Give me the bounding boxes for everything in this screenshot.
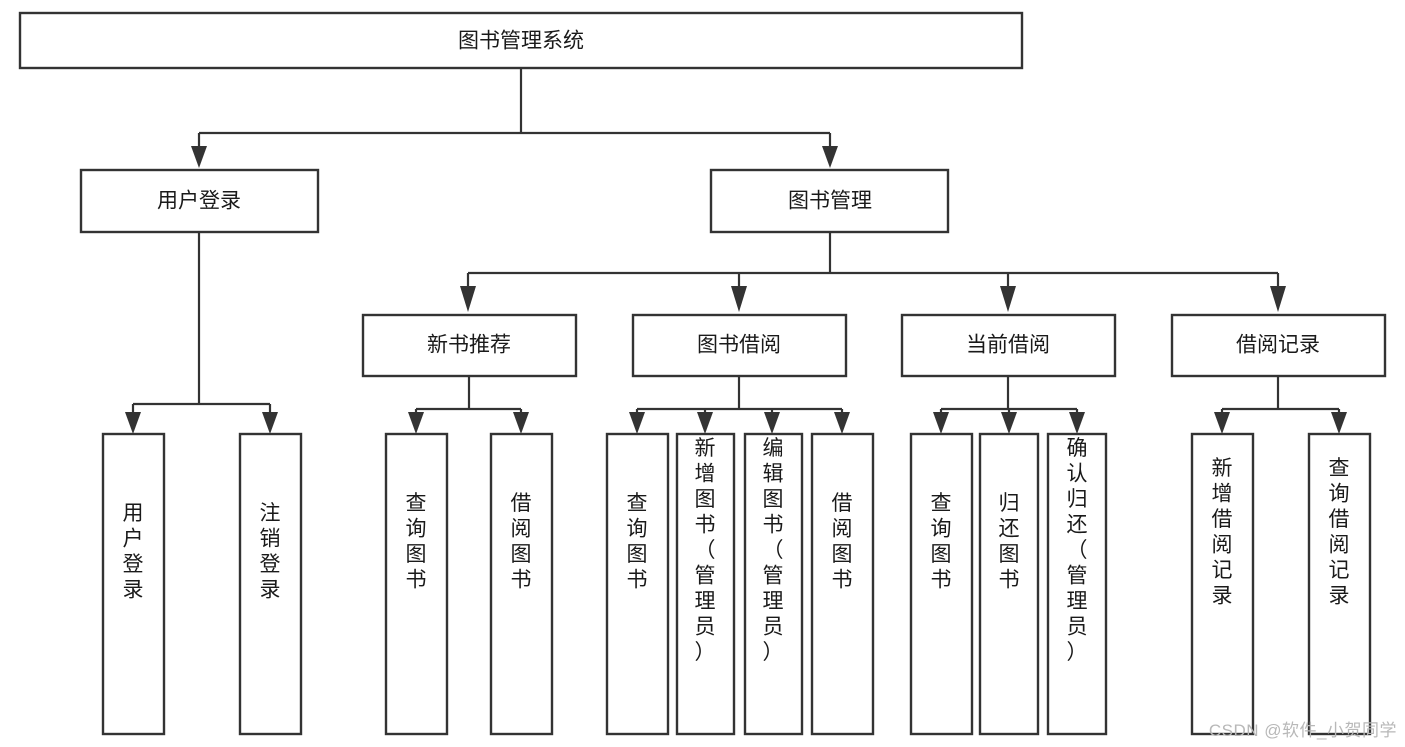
leaf-new-book-2[interactable]: 借阅图书	[489, 432, 554, 736]
leaf-book-borrow-3-label: 编辑图书（管理员）	[763, 437, 784, 664]
node-new-book-recommend-label: 新书推荐	[427, 334, 511, 357]
node-new-book-recommend[interactable]: 新书推荐	[361, 313, 578, 378]
node-book-borrow-box[interactable]	[631, 313, 848, 378]
leaf-book-borrow-2[interactable]: 新增图书（管理员）	[675, 432, 736, 736]
leaf-borrow-record-1-box[interactable]	[1190, 432, 1255, 736]
node-current-borrow[interactable]: 当前借阅	[900, 313, 1117, 378]
leaf-current-borrow-1-label: 查询图书	[931, 492, 952, 592]
leaf-borrow-record-2-label: 查询借阅记录	[1329, 457, 1350, 608]
connector-group	[125, 68, 1347, 434]
arrow-head-current-borrow-leaf2	[1001, 412, 1017, 434]
arrow-head-book-borrow	[731, 286, 747, 312]
watermark-text: CSDN @软件_小贺同学	[1208, 721, 1397, 740]
leaf-borrow-record-2[interactable]: 查询借阅记录	[1307, 432, 1372, 736]
leaf-book-borrow-4-label: 借阅图书	[832, 492, 853, 592]
arrow-head-user-login-leaf1	[125, 412, 141, 434]
node-root-label: 图书管理系统	[458, 30, 584, 53]
leaf-current-borrow-2-label: 归还图书	[999, 492, 1020, 592]
arrow-head-current-borrow-leaf3	[1069, 412, 1085, 434]
leaf-book-borrow-2-label: 新增图书（管理员）	[695, 437, 716, 664]
leaf-book-borrow-4[interactable]: 借阅图书	[810, 432, 875, 736]
leaf-current-borrow-2[interactable]: 归还图书	[978, 432, 1040, 736]
arrow-head-book-borrow-leaf1	[629, 412, 645, 434]
arrow-head-borrow-record	[1270, 286, 1286, 312]
leaf-user-login-1-box[interactable]	[101, 432, 166, 736]
node-borrow-record-label: 借阅记录	[1236, 334, 1320, 357]
leaf-current-borrow-1-box[interactable]	[909, 432, 974, 736]
leaf-borrow-record-2-box[interactable]	[1307, 432, 1372, 736]
node-current-borrow-box[interactable]	[900, 313, 1117, 378]
node-current-borrow-label: 当前借阅	[966, 334, 1050, 357]
node-book-borrow-label: 图书借阅	[697, 334, 781, 357]
leaf-book-borrow-1-box[interactable]	[605, 432, 670, 736]
arrow-head-new-book	[460, 286, 476, 312]
leaf-new-book-1-box[interactable]	[384, 432, 449, 736]
leaf-user-login-2-label: 注销登录	[260, 502, 281, 602]
leaf-new-book-2-label: 借阅图书	[511, 492, 532, 592]
arrow-head-borrow-record-leaf1	[1214, 412, 1230, 434]
leaf-new-book-1-label: 查询图书	[406, 492, 427, 592]
arrow-head-book-mgmt	[822, 146, 838, 168]
leaf-book-borrow-3-box[interactable]	[743, 432, 804, 736]
leaf-book-borrow-1-label: 查询图书	[627, 492, 648, 592]
leaf-current-borrow-3-box[interactable]	[1046, 432, 1108, 736]
arrow-head-current-borrow	[1000, 286, 1016, 312]
leaf-current-borrow-3-label: 确认归还（管理员）	[1067, 437, 1088, 664]
arrow-head-borrow-record-leaf2	[1331, 412, 1347, 434]
node-user-login-box[interactable]	[79, 168, 320, 234]
arrow-head-book-borrow-leaf3	[764, 412, 780, 434]
leaf-user-login-2-box[interactable]	[238, 432, 303, 736]
arrow-head-book-borrow-leaf4	[834, 412, 850, 434]
leaf-book-borrow-2-box[interactable]	[675, 432, 736, 736]
leaf-current-borrow-2-box[interactable]	[978, 432, 1040, 736]
node-book-management[interactable]: 图书管理	[709, 168, 950, 234]
node-new-book-recommend-box[interactable]	[361, 313, 578, 378]
leaf-user-login-1-label: 用户登录	[123, 502, 144, 602]
leaf-borrow-record-1-label: 新增借阅记录	[1212, 457, 1233, 608]
arrow-head-new-book-leaf1	[408, 412, 424, 434]
arrow-head-book-borrow-leaf2	[697, 412, 713, 434]
leaf-user-login-1[interactable]: 用户登录	[101, 432, 166, 736]
node-borrow-record-box[interactable]	[1170, 313, 1387, 378]
arrow-head-new-book-leaf2	[513, 412, 529, 434]
arrow-head-user-login-leaf2	[262, 412, 278, 434]
node-borrow-record[interactable]: 借阅记录	[1170, 313, 1387, 378]
leaf-new-book-1[interactable]: 查询图书	[384, 432, 449, 736]
node-book-borrow[interactable]: 图书借阅	[631, 313, 848, 378]
arrow-head-user-login	[191, 146, 207, 168]
leaf-new-book-2-box[interactable]	[489, 432, 554, 736]
leaf-current-borrow-3[interactable]: 确认归还（管理员）	[1046, 432, 1108, 736]
arrow-head-current-borrow-leaf1	[933, 412, 949, 434]
leaf-book-borrow-4-box[interactable]	[810, 432, 875, 736]
leaf-borrow-record-1[interactable]: 新增借阅记录	[1190, 432, 1255, 736]
node-root[interactable]: 图书管理系统	[18, 11, 1024, 70]
leaf-user-login-2[interactable]: 注销登录	[238, 432, 303, 736]
leaf-book-borrow-3[interactable]: 编辑图书（管理员）	[743, 432, 804, 736]
node-root-box[interactable]	[18, 11, 1024, 70]
leaf-book-borrow-1[interactable]: 查询图书	[605, 432, 670, 736]
leaf-current-borrow-1[interactable]: 查询图书	[909, 432, 974, 736]
node-book-management-label: 图书管理	[788, 190, 872, 213]
node-book-management-box[interactable]	[709, 168, 950, 234]
node-user-login[interactable]: 用户登录	[79, 168, 320, 234]
node-user-login-label: 用户登录	[157, 190, 241, 213]
